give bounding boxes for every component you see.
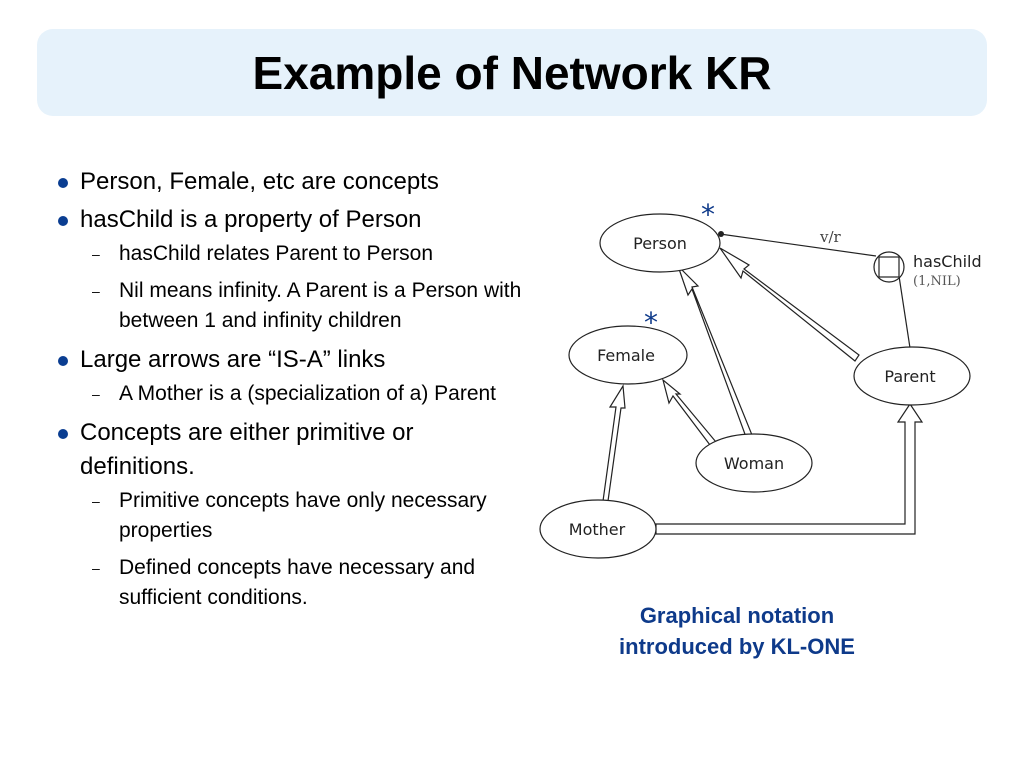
sub-bullet-text: A Mother is a (specialization of a) Pare…	[119, 382, 497, 405]
bullet-item: Person, Female, etc are concepts	[55, 165, 525, 199]
concept-woman-label: Woman	[724, 454, 784, 473]
primitive-marker-female: *	[644, 306, 658, 339]
isa-arrow-woman-female	[661, 378, 717, 446]
sub-bullet-text: Primitive concepts have only necessary p…	[119, 489, 487, 542]
title-banner: Example of Network KR	[37, 29, 987, 116]
sub-bullet-text: hasChild relates Parent to Person	[119, 242, 434, 265]
sub-bullet-item: – A Mother is a (specialization of a) Pa…	[80, 379, 525, 409]
bullet-item: Concepts are either primitive or definit…	[55, 416, 525, 613]
role-restriction-label: (1,NIL)	[913, 274, 961, 289]
isa-arrow-mother-female	[602, 384, 626, 502]
sub-bullet-text: Defined concepts have necessary and suff…	[119, 556, 476, 609]
sub-bullet-list: – hasChild relates Parent to Person – Ni…	[80, 239, 525, 336]
role-line-parent-haschild	[898, 275, 911, 349]
concept-woman-ellipse	[695, 433, 813, 493]
bullet-text: hasChild is a property of Person	[80, 206, 422, 233]
concept-parent-ellipse	[853, 346, 971, 406]
bullet-text: Person, Female, etc are concepts	[80, 168, 439, 195]
bullet-dot-icon	[58, 429, 68, 439]
role-haschild-label: hasChild	[913, 252, 982, 271]
dash-icon: –	[92, 560, 100, 576]
bullet-text: Concepts are either primitive or definit…	[80, 419, 414, 480]
sub-bullet-list: – A Mother is a (specialization of a) Pa…	[80, 379, 525, 409]
bullet-text: Large arrows are “IS-A” links	[80, 346, 386, 373]
primitive-marker-person: *	[701, 198, 715, 231]
sub-bullet-text: Nil means infinity. A Parent is a Person…	[119, 279, 522, 332]
caption-line-1: Graphical notation	[639, 603, 835, 628]
concept-mother-ellipse	[539, 499, 657, 559]
isa-arrow-mother-parent	[655, 402, 924, 535]
vr-arrow-dot-icon	[718, 231, 724, 237]
caption-line-2: introduced by KL-ONE	[619, 634, 855, 659]
sub-bullet-item: – hasChild relates Parent to Person	[80, 239, 525, 269]
sub-bullet-item: – Defined concepts have necessary and su…	[80, 553, 525, 613]
dash-icon: –	[92, 246, 100, 262]
dash-icon: –	[92, 493, 100, 509]
bullet-list: Person, Female, etc are concepts hasChil…	[55, 165, 525, 620]
concept-female-ellipse	[568, 325, 688, 385]
role-line-person-haschild	[719, 233, 877, 257]
concept-mother-label: Mother	[569, 520, 626, 539]
concept-female-label: Female	[597, 346, 655, 365]
bullet-dot-icon	[58, 216, 68, 226]
bullet-dot-icon	[58, 178, 68, 188]
kl-one-diagram: Person Female Parent Woman Mother v/r ha…	[539, 198, 982, 559]
isa-arrow-woman-person	[677, 265, 753, 438]
dash-icon: –	[92, 283, 100, 299]
bullet-item: Large arrows are “IS-A” links – A Mother…	[55, 343, 525, 409]
value-restriction-label: v/r	[819, 228, 842, 246]
bullet-dot-icon	[58, 356, 68, 366]
isa-arrow-parent-person	[719, 247, 860, 362]
sub-bullet-list: – Primitive concepts have only necessary…	[80, 486, 525, 613]
diagram-caption: Graphical notation introduced by KL-ONE	[572, 600, 902, 662]
bullet-item: hasChild is a property of Person – hasCh…	[55, 203, 525, 336]
haschild-role-square-icon	[878, 256, 900, 278]
sub-bullet-item: – Primitive concepts have only necessary…	[80, 486, 525, 546]
concept-person-label: Person	[633, 234, 687, 253]
sub-bullet-item: – Nil means infinity. A Parent is a Pers…	[80, 276, 525, 336]
concept-person-ellipse	[599, 213, 721, 273]
slide-title: Example of Network KR	[252, 46, 772, 99]
concept-parent-label: Parent	[884, 367, 935, 386]
dash-icon: –	[92, 386, 100, 402]
